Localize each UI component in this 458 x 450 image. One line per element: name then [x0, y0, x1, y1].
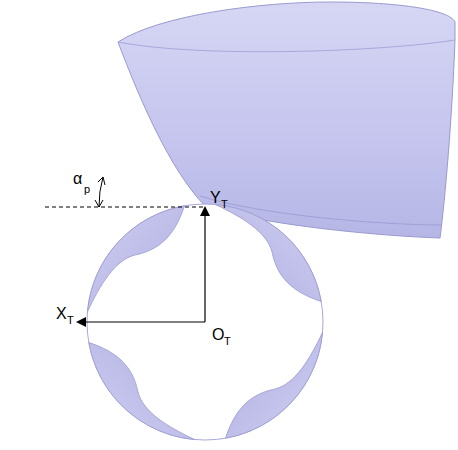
- grinding-wheel: [118, 2, 455, 238]
- reference-line: [45, 207, 203, 208]
- subscript: T: [221, 199, 228, 210]
- arrowhead: [98, 177, 105, 185]
- axis-name: X: [56, 306, 67, 322]
- arrowhead: [200, 206, 210, 216]
- arrowhead: [76, 317, 86, 327]
- subscript: p: [84, 184, 90, 195]
- subscript: T: [67, 315, 74, 326]
- subscript: T: [224, 336, 231, 347]
- angle-symbol: α: [73, 171, 82, 187]
- x-axis: [82, 321, 205, 322]
- wheel-edge: [118, 40, 455, 52]
- origin-name: O: [212, 327, 224, 343]
- axis-name: Y: [210, 190, 221, 206]
- arrowhead: [95, 200, 103, 207]
- y-axis: [204, 210, 205, 322]
